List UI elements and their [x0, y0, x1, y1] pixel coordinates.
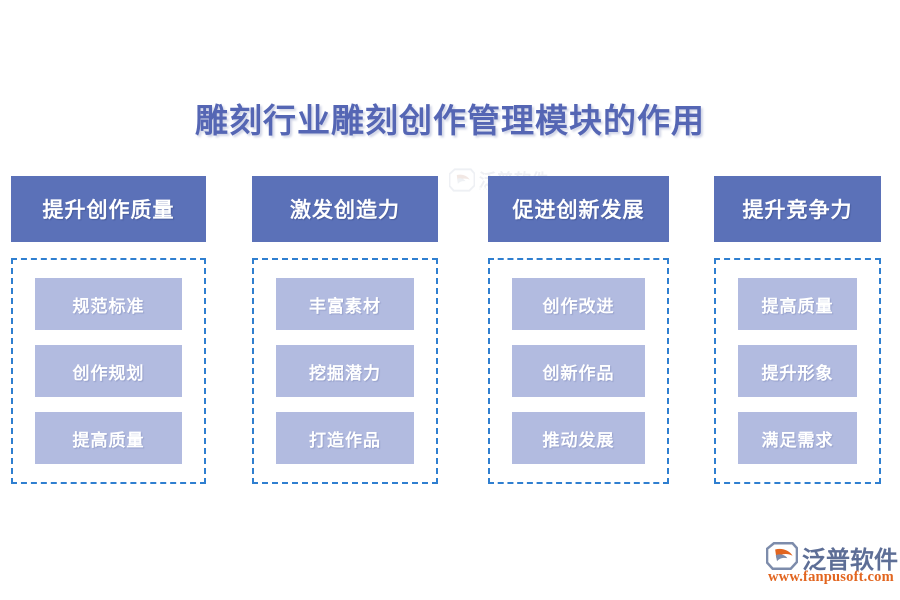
column-4-item-2[interactable]: 提升形象: [738, 345, 857, 397]
column-4: 提升竞争力 提高质量 提升形象 满足需求: [714, 176, 881, 496]
brand-url[interactable]: www.fanpusoft.com: [768, 569, 894, 585]
column-2-item-1[interactable]: 丰富素材: [276, 278, 414, 330]
column-2: 激发创造力 丰富素材 挖掘潜力 打造作品: [252, 176, 438, 496]
brand-logo: 泛普软件 www.fanpusoft.com: [766, 540, 898, 586]
column-3-item-3[interactable]: 推动发展: [512, 412, 645, 464]
column-1-item-1[interactable]: 规范标准: [35, 278, 182, 330]
column-1-header[interactable]: 提升创作质量: [11, 176, 206, 242]
column-3-item-1[interactable]: 创作改进: [512, 278, 645, 330]
column-3: 促进创新发展 创作改进 创新作品 推动发展: [488, 176, 669, 496]
column-4-body: 提高质量 提升形象 满足需求: [714, 258, 881, 484]
brand-name: 泛普软件: [802, 547, 898, 574]
column-1-body: 规范标准 创作规划 提高质量: [11, 258, 206, 484]
column-2-header[interactable]: 激发创造力: [252, 176, 438, 242]
column-2-item-3[interactable]: 打造作品: [276, 412, 414, 464]
column-2-item-2[interactable]: 挖掘潜力: [276, 345, 414, 397]
column-3-body: 创作改进 创新作品 推动发展: [488, 258, 669, 484]
column-1: 提升创作质量 规范标准 创作规划 提高质量: [11, 176, 206, 496]
column-4-item-1[interactable]: 提高质量: [738, 278, 857, 330]
column-3-item-2[interactable]: 创新作品: [512, 345, 645, 397]
column-1-item-3[interactable]: 提高质量: [35, 412, 182, 464]
columns-container: 提升创作质量 规范标准 创作规划 提高质量 激发创造力 丰富素材 挖掘潜力 打造…: [0, 176, 900, 496]
column-4-header[interactable]: 提升竞争力: [714, 176, 881, 242]
column-3-header[interactable]: 促进创新发展: [488, 176, 669, 242]
column-1-item-2[interactable]: 创作规划: [35, 345, 182, 397]
column-4-item-3[interactable]: 满足需求: [738, 412, 857, 464]
page-title: 雕刻行业雕刻创作管理模块的作用: [195, 102, 705, 139]
fanpu-logo-mark-icon: [766, 542, 798, 570]
column-2-body: 丰富素材 挖掘潜力 打造作品: [252, 258, 438, 484]
